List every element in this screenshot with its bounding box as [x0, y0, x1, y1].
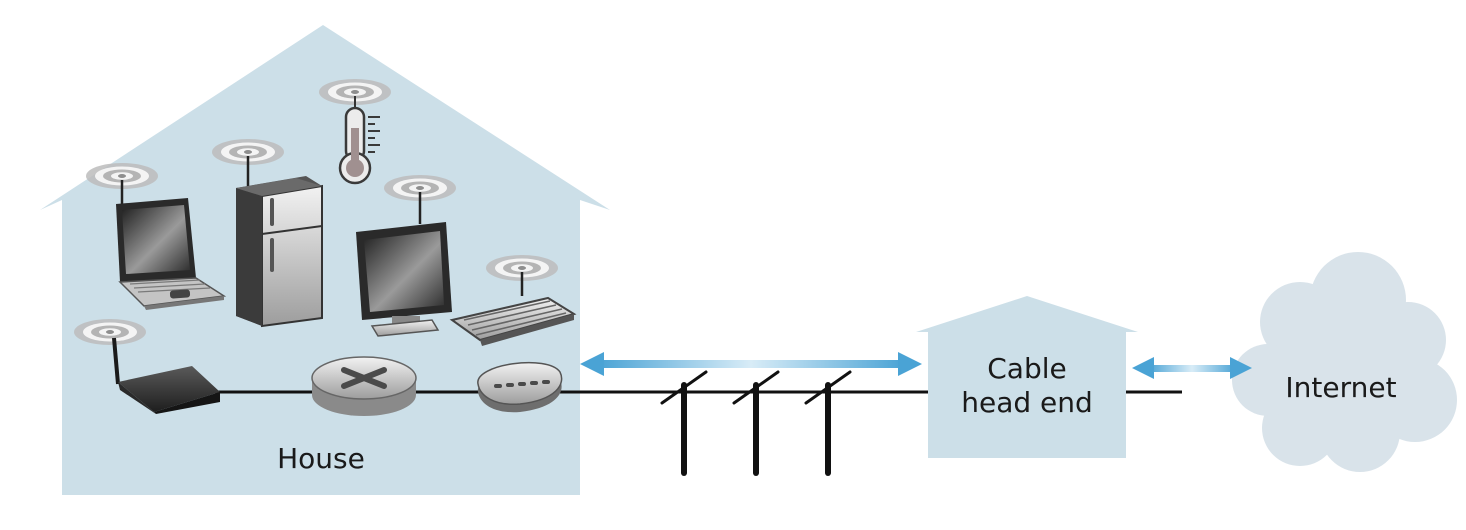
- cable-modem-icon: [477, 361, 563, 413]
- cloud-icon: [1232, 252, 1457, 472]
- thermometer-icon: [338, 96, 380, 185]
- double-arrow-icon: [1132, 357, 1252, 379]
- head-end-label-line1: Cable: [987, 352, 1067, 385]
- laptop-icon: [116, 180, 227, 310]
- utility-pole-icon: [660, 370, 708, 476]
- head-end-label: Cable head end: [928, 352, 1126, 419]
- internet-label: Internet: [1285, 371, 1397, 404]
- utility-pole-icon: [804, 370, 852, 476]
- double-arrow-icon: [580, 352, 922, 376]
- monitor-icon: [356, 192, 452, 337]
- wireless-router-icon: [112, 337, 220, 414]
- head-end-label-line2: head end: [961, 385, 1093, 419]
- utility-pole-icon: [732, 370, 780, 476]
- keyboard-icon: [449, 272, 577, 346]
- house-label: House: [277, 442, 365, 475]
- router-icon: [311, 356, 417, 416]
- refrigerator-icon: [236, 156, 323, 328]
- head-end-building: [916, 296, 1138, 458]
- wireless-signal-icon: [74, 319, 146, 345]
